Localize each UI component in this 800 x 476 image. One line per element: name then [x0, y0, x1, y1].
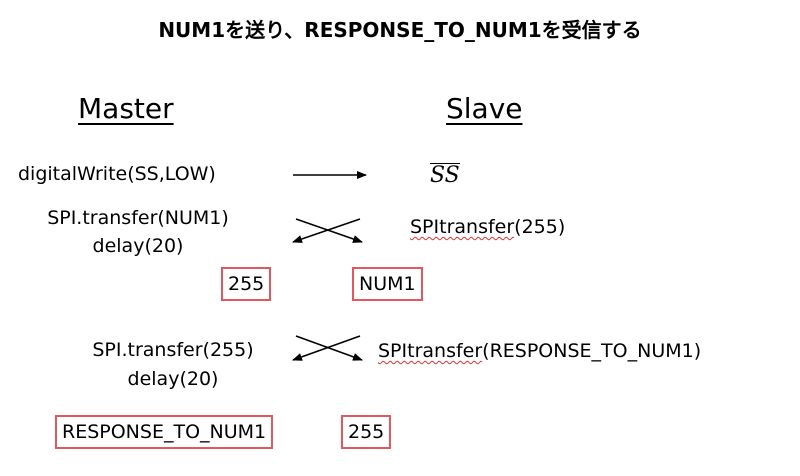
master-spi-transfer-255: SPI.transfer(255) — [92, 339, 254, 361]
slave-spitransfer-keyword: SPItransfer — [410, 216, 515, 238]
slave-spitransfer-keyword-2: SPItransfer — [378, 340, 483, 362]
master-delay-2: delay(20) — [127, 368, 219, 390]
exchange-arrow-to-slave-1 — [295, 218, 363, 243]
exchange-arrow-to-master-2 — [292, 335, 361, 361]
page-title: NUM1を送り、RESPONSE_TO_NUM1を受信する — [158, 18, 642, 42]
slave-spitransfer-255: SPItransfer(255) — [410, 216, 565, 238]
master-spi-transfer-num1: SPI.transfer(NUM1) — [47, 207, 229, 229]
slave-255-box: 255 — [341, 415, 392, 449]
slave-result-box: NUM1 — [352, 267, 423, 301]
master-result-box: 255 — [221, 267, 272, 301]
slave-spitransfer-args-2: (RESPONSE_TO_NUM1) — [482, 340, 702, 362]
exchange-arrow-to-slave-2 — [295, 335, 363, 361]
slave-ss-signal: SS — [430, 163, 460, 188]
exchange-arrow-to-master-1 — [292, 218, 361, 243]
master-heading: Master — [78, 92, 174, 125]
slave-spitransfer-response: SPItransfer(RESPONSE_TO_NUM1) — [378, 340, 701, 362]
slave-spitransfer-args: (255) — [514, 216, 566, 238]
master-digitalwrite: digitalWrite(SS,LOW) — [18, 163, 216, 185]
master-delay-1: delay(20) — [92, 235, 184, 257]
slave-heading: Slave — [446, 92, 523, 125]
master-response-box: RESPONSE_TO_NUM1 — [55, 415, 274, 449]
